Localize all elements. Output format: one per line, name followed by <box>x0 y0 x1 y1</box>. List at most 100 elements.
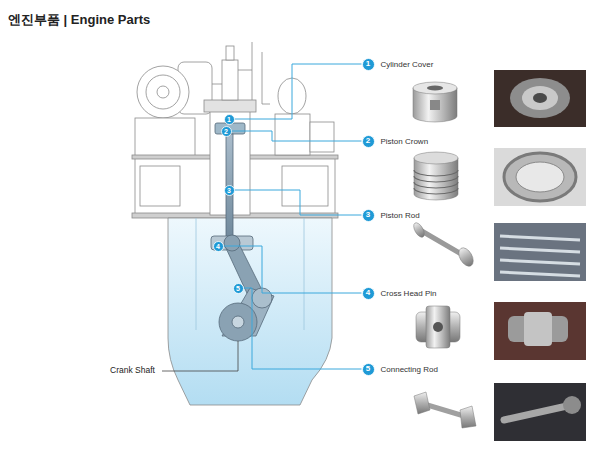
cylinder-cover-shape <box>204 100 256 112</box>
ring-groove <box>414 188 458 194</box>
rod-flange <box>412 221 427 239</box>
engine-outline <box>132 46 338 405</box>
piston-ring-grooves <box>414 170 458 194</box>
callout-number: 4 <box>213 241 224 252</box>
ring-groove <box>414 170 458 176</box>
photo-part <box>500 236 580 240</box>
leader-line <box>235 64 362 119</box>
photo-part <box>522 86 558 110</box>
part-name: Cross Head Pin <box>381 289 437 298</box>
part-name: Piston Rod <box>381 211 420 220</box>
part-label: Crank Shaft <box>110 365 155 375</box>
ring-groove <box>414 176 458 182</box>
frame-column <box>304 218 305 330</box>
photo-part <box>510 78 570 118</box>
callout-circle <box>362 287 374 299</box>
callout-number: 3 <box>362 209 375 222</box>
photo-part <box>500 248 580 252</box>
part-photos <box>494 70 586 441</box>
photo-part <box>533 93 547 103</box>
callout-circle <box>224 114 234 124</box>
callout-circle <box>233 283 243 293</box>
page-title: 엔진부품 | Engine Parts <box>8 11 150 29</box>
ring-groove <box>414 182 458 188</box>
callout-circle <box>362 135 374 147</box>
part-name: Connecting Rod <box>381 365 438 374</box>
photo-connecting-rod <box>494 383 586 441</box>
callout-circle <box>362 209 374 221</box>
air-cooler <box>135 118 195 158</box>
callout-number: 5 <box>362 363 375 376</box>
turbocharger-inner <box>146 75 180 109</box>
callout-badge: 4 <box>213 241 224 252</box>
callout-number: 1 <box>362 58 375 71</box>
callout-badge: 3 <box>224 185 235 196</box>
part-name: Piston Crown <box>381 137 429 146</box>
fuel-pipe <box>238 70 252 71</box>
callout-circle <box>221 126 231 136</box>
journal-center <box>232 316 244 328</box>
piston-crown-image <box>414 158 458 200</box>
scavenge-box <box>282 166 328 206</box>
callout-circle <box>362 58 374 70</box>
exhaust-valve <box>222 60 238 100</box>
fuel-pipe <box>252 42 253 100</box>
photo-part <box>563 396 581 414</box>
frame-column <box>196 218 197 330</box>
pump-housing <box>275 114 310 155</box>
engine-pipes <box>196 42 304 330</box>
valve-actuator <box>226 46 234 60</box>
callout-badge: 5Connecting Rod <box>362 363 375 376</box>
rod-flange <box>456 245 476 268</box>
turbocharger <box>137 66 189 118</box>
photo-part <box>516 162 564 192</box>
part-images <box>412 82 477 428</box>
pin-hole <box>433 322 443 332</box>
photo-piston-rod <box>494 223 586 281</box>
callout-number: 4 <box>362 287 375 300</box>
photo-part <box>504 153 576 201</box>
callout-number: 2 <box>362 135 375 148</box>
cylinder-cover-top <box>413 82 457 94</box>
turbocharger-hub <box>157 86 169 98</box>
callout-badge: 1Cylinder Cover <box>362 58 375 71</box>
callout-badge: 4Cross Head Pin <box>362 287 375 300</box>
callout-badge: 5 <box>233 283 244 294</box>
leader-line <box>244 288 362 369</box>
rod-fork <box>414 392 430 414</box>
callout-number: 3 <box>224 185 235 196</box>
crosshead-pin-shape <box>224 235 240 251</box>
leader-line <box>162 341 238 371</box>
leader-line <box>232 131 362 141</box>
fuel-pipe <box>262 52 270 104</box>
main-journal <box>219 303 257 341</box>
callout-badge: 1 <box>224 114 235 125</box>
callout-number: 2 <box>221 126 232 137</box>
piston-crown-top <box>414 152 458 164</box>
rod-bearing-end <box>460 406 476 428</box>
callout-badge: 2 <box>221 126 232 137</box>
part-name: Cylinder Cover <box>381 60 434 69</box>
photo-part <box>500 272 580 276</box>
pin-body <box>426 306 450 348</box>
callout-badge: 2Piston Crown <box>362 135 375 148</box>
photo-rods <box>500 236 580 276</box>
photo-cylinder-cover <box>494 70 586 127</box>
leader-line <box>224 246 362 293</box>
callout-circle <box>224 185 234 195</box>
scavenge-box <box>140 166 180 206</box>
photo-piston-crown <box>494 148 586 206</box>
callout-number: 5 <box>233 283 244 294</box>
photo-part <box>500 260 580 264</box>
callout-number: 1 <box>224 114 235 125</box>
photo-cross-head-pin <box>494 302 586 360</box>
callout-circle <box>213 241 223 251</box>
cylinder-cover-port <box>430 100 440 110</box>
exhaust-pipe <box>212 84 222 85</box>
leader-line <box>235 190 362 215</box>
photo-part <box>524 312 552 346</box>
callout-circle <box>362 363 374 375</box>
